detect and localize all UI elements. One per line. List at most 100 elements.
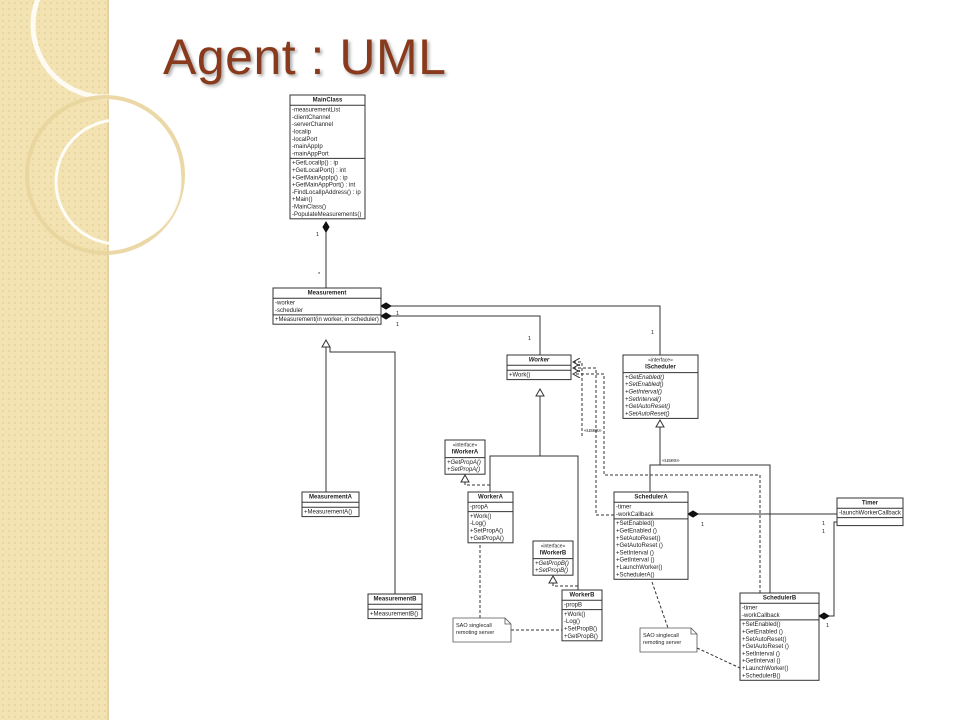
generalization-arrow xyxy=(321,338,331,348)
class-operation: +SetEnabled() xyxy=(616,521,655,527)
class-schedulerb: SchedulerB-timer-workCallback+SetEnabled… xyxy=(739,592,820,681)
class-attribute: -worker xyxy=(275,301,295,307)
class-name: Worker xyxy=(529,357,550,363)
class-attribute: -clientChannel xyxy=(292,115,330,121)
class-operation: +GetAutoReset () xyxy=(616,543,663,549)
class-operation: +SetEnabled() xyxy=(742,622,781,628)
class-stereotype: «interface» xyxy=(648,357,673,363)
class-operation: +Measurement(in worker, in scheduler) xyxy=(275,317,379,323)
class-name: IScheduler xyxy=(645,365,676,371)
class-box xyxy=(506,354,572,381)
class-box xyxy=(367,593,423,620)
class-operation: +Main() xyxy=(292,197,313,203)
class-operation: +GetEnabled () xyxy=(742,630,783,636)
class-box xyxy=(272,287,382,325)
class-attribute: -mainAppIp xyxy=(292,144,323,150)
uses-label: «uses» xyxy=(584,428,602,434)
generalization-arrow xyxy=(548,574,558,584)
class-iworkerb: «interface»IWorkerB+GetPropB()+SetPropB(… xyxy=(532,540,574,576)
class-name: Measurement xyxy=(308,290,347,296)
class-stereotype: «interface» xyxy=(453,442,478,448)
multiplicity-label: 1 xyxy=(822,521,825,527)
decorative-rings xyxy=(25,0,185,255)
class-attribute: -propA xyxy=(470,505,488,511)
realization-schedulerb xyxy=(660,464,771,593)
class-attribute: -localPort xyxy=(292,137,318,143)
class-box xyxy=(467,491,514,544)
class-measurementa: MeasurementA+MeasurementA() xyxy=(301,491,360,518)
generalization-workera xyxy=(489,396,541,492)
class-workera: WorkerA-propA+Work()-Log()+SetPropA()+Ge… xyxy=(467,491,514,544)
class-operation: +GetAutoReset () xyxy=(742,644,789,650)
multiplicity-label: 1 xyxy=(316,232,319,238)
composition-diamond xyxy=(380,312,392,320)
class-name: WorkerB xyxy=(570,592,596,598)
uses-schedulera-worker xyxy=(573,368,614,516)
class-operation: +GetInterval () xyxy=(742,659,781,665)
class-operation: -PopulateMeasurements() xyxy=(292,212,361,218)
composition-diamond xyxy=(380,302,392,310)
class-operation: +Work() xyxy=(509,373,530,379)
uses-schedulerb-worker xyxy=(573,374,761,593)
class-operation: +GetInterval() xyxy=(625,390,662,396)
class-name: MeasurementA xyxy=(309,494,353,500)
class-box xyxy=(622,354,699,419)
composition-measurement-worker xyxy=(391,315,541,355)
class-mainclass: MainClass -measurementList-clientChannel -… xyxy=(289,94,366,220)
class-operation: +GetLocalIp() : ip xyxy=(292,161,339,167)
slide-title: Agent : UML xyxy=(163,29,447,85)
uses-dependency xyxy=(573,362,583,436)
class-operation: +SetInterval () xyxy=(742,651,780,657)
uml-relationships xyxy=(321,221,837,669)
class-operation: +GetPropA() xyxy=(470,536,504,542)
class-timer: Timer -launchWorkerCallback xyxy=(836,497,904,527)
class-operation: +GetAutoReset() xyxy=(625,404,670,410)
class-name: WorkerA xyxy=(478,494,504,500)
generalization-arrow xyxy=(535,387,545,397)
class-operation: +SetAutoReset() xyxy=(625,411,670,417)
uml-classes: MainClass -measurementList-clientChannel -… xyxy=(272,94,904,681)
composition-schedulerb-timer xyxy=(829,521,837,617)
multiplicity-label: 1 xyxy=(826,623,829,629)
class-box xyxy=(301,491,360,518)
generalization-arrow xyxy=(460,473,470,483)
sidebar-edge xyxy=(107,0,109,720)
class-operation: +SchedulerA() xyxy=(616,572,655,578)
class-attribute: -timer xyxy=(742,606,757,612)
realization-workera xyxy=(464,482,490,486)
class-operation: -Log() xyxy=(470,521,486,527)
class-stereotype: «interface» xyxy=(541,543,566,549)
multiplicity-label: 1 xyxy=(701,522,704,528)
class-attribute: -launchWorkerCallback xyxy=(839,511,902,517)
class-operation: +GetEnabled () xyxy=(616,529,657,535)
class-measurement: Measurement-worker-scheduler+Measurement… xyxy=(272,287,382,325)
class-operation: +GetMainAppIp() : ip xyxy=(292,175,348,181)
class-name: MainClass xyxy=(313,97,343,103)
class-operation: +Work() xyxy=(470,514,491,520)
class-operation: +GetPropB() xyxy=(535,561,569,567)
multiplicity-label: 1 xyxy=(396,322,399,328)
class-operation: +SetInterval () xyxy=(616,550,654,556)
class-operation: -FindLocalIpAddress() : ip xyxy=(292,190,361,196)
class-worker: Worker +Work() xyxy=(506,354,572,381)
class-operation: +SetAutoReset() xyxy=(616,536,661,542)
class-operation: +SetEnabled() xyxy=(625,382,664,388)
class-operation: +GetMainAppPort() : int xyxy=(292,183,356,189)
multiplicity-label: 1 xyxy=(528,336,531,342)
class-operation: +SetPropB() xyxy=(564,627,597,633)
class-operation: +GetEnabled() xyxy=(625,375,664,381)
class-attribute: -mainAppPort xyxy=(292,151,329,157)
class-name: Timer xyxy=(862,500,879,506)
class-attribute: -measurementList xyxy=(292,108,340,114)
class-operation: +GetLocalPort() : int xyxy=(292,168,346,174)
composition-measurement-ischeduler xyxy=(391,305,661,355)
multiplicity-label: * xyxy=(318,272,321,278)
class-box xyxy=(739,592,820,681)
class-operation: +GetInterval () xyxy=(616,558,655,564)
note-text: SAO singlecall xyxy=(643,633,679,639)
class-operation: +GetPropB() xyxy=(564,634,598,640)
class-operation: -MainClass() xyxy=(292,205,326,211)
note-text: remoting server xyxy=(456,630,494,636)
